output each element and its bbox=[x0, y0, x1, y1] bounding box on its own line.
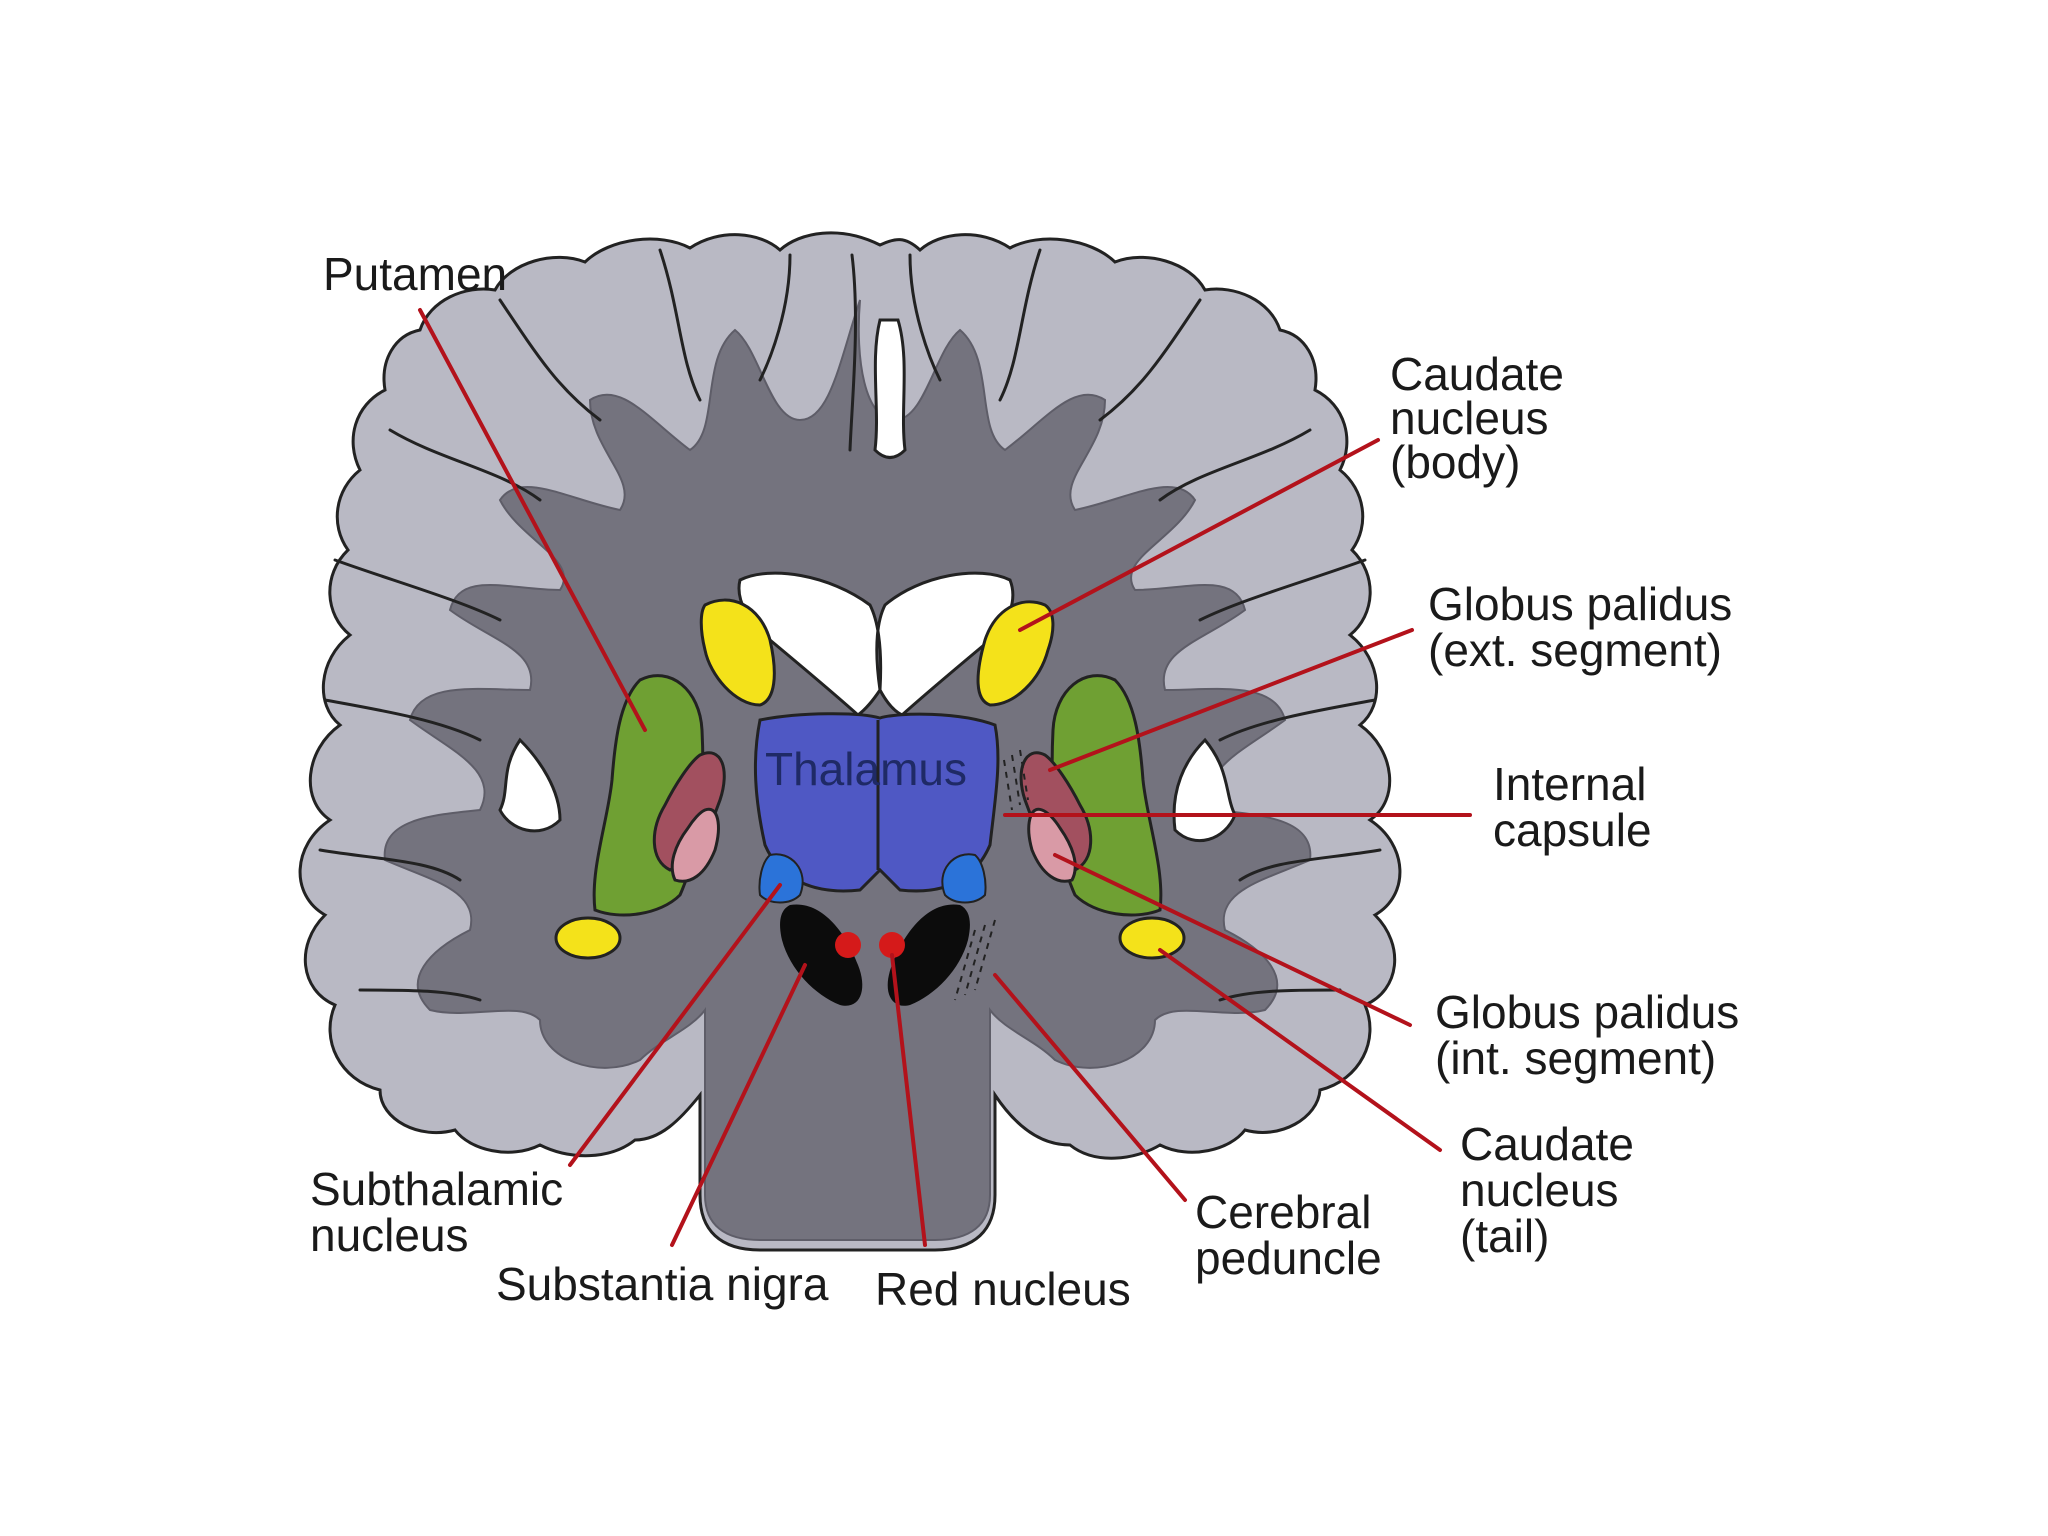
lateral-fissure-left bbox=[498, 737, 562, 833]
sulci bbox=[318, 248, 1382, 1002]
label-cerebral-peduncle: Cerebral peduncle bbox=[1195, 1186, 1384, 1284]
label-internal-capsule: Internal capsule bbox=[1493, 758, 1659, 856]
leader-subthalamic bbox=[568, 883, 782, 1167]
label-caudate-body: Caudate nucleus (body) bbox=[1390, 348, 1577, 488]
label-subthalamic-line-2: nucleus bbox=[310, 1209, 469, 1261]
leader-globus-int bbox=[1053, 853, 1412, 1027]
internal-capsule-fibers bbox=[954, 749, 1029, 1001]
label-cerebral-peduncle-line-2: peduncle bbox=[1195, 1232, 1382, 1284]
label-internal-capsule-line-2: capsule bbox=[1493, 804, 1652, 856]
label-putamen: Putamen bbox=[323, 248, 507, 300]
substantia-nigra-left bbox=[780, 904, 863, 1006]
substantia-nigra-right bbox=[887, 904, 970, 1006]
label-caudate-tail-line-2: nucleus bbox=[1460, 1164, 1619, 1216]
globus-pallidus-internal-right bbox=[1027, 807, 1077, 883]
leader-globus-ext bbox=[1048, 628, 1414, 772]
label-internal-capsule-line-1: Internal bbox=[1493, 758, 1646, 810]
red-nucleus-right bbox=[879, 932, 905, 958]
label-caudate-tail: Caudate nucleus (tail) bbox=[1460, 1118, 1647, 1262]
subthalamic-nucleus-left bbox=[758, 853, 804, 904]
label-globus-ext-line-1: Globus palidus bbox=[1428, 578, 1732, 630]
label-caudate-tail-line-1: Caudate bbox=[1460, 1118, 1634, 1170]
leader-cerebral-peduncle bbox=[993, 973, 1187, 1202]
leader-red-nucleus bbox=[890, 953, 927, 1247]
label-globus-ext-line-2: (ext. segment) bbox=[1428, 624, 1722, 676]
interhemispheric-gap bbox=[873, 318, 907, 459]
label-red-nucleus-line: Red nucleus bbox=[875, 1263, 1131, 1315]
label-caudate-body-line-1: Caudate bbox=[1390, 348, 1564, 400]
label-subthalamic: Subthalamic nucleus bbox=[310, 1163, 576, 1261]
globus-pallidus-external-left bbox=[652, 751, 726, 872]
label-caudate-body-line-3: (body) bbox=[1390, 436, 1520, 488]
leader-caudate-tail bbox=[1158, 948, 1442, 1152]
caudate-nucleus-body-right bbox=[976, 600, 1055, 707]
label-cerebral-peduncle-line-1: Cerebral bbox=[1195, 1186, 1371, 1238]
red-nucleus-left bbox=[835, 932, 861, 958]
label-caudate-tail-line-3: (tail) bbox=[1460, 1210, 1549, 1262]
leader-lines bbox=[418, 308, 1472, 1247]
caudate-nucleus-tail-left bbox=[554, 916, 622, 960]
leader-putamen bbox=[418, 308, 647, 732]
label-globus-int-line-1: Globus palidus bbox=[1435, 986, 1739, 1038]
subthalamic-nucleus-right bbox=[941, 853, 987, 904]
label-globus-ext: Globus palidus (ext. segment) bbox=[1428, 578, 1745, 676]
label-substantia-nigra: Substantia nigra bbox=[496, 1258, 829, 1310]
leader-caudate-body bbox=[1018, 438, 1380, 632]
label-subthalamic-line-1: Subthalamic bbox=[310, 1163, 563, 1215]
label-globus-int: Globus palidus (int. segment) bbox=[1435, 986, 1752, 1084]
leader-substantia-nigra bbox=[670, 963, 807, 1247]
globus-pallidus-internal-left bbox=[670, 807, 720, 883]
thalamus-label: Thalamus bbox=[765, 743, 967, 795]
label-putamen-line: Putamen bbox=[323, 248, 507, 300]
label-red-nucleus: Red nucleus bbox=[875, 1263, 1131, 1315]
label-globus-int-line-2: (int. segment) bbox=[1435, 1032, 1716, 1084]
caudate-nucleus-body-left bbox=[699, 598, 776, 707]
label-substantia-nigra-line: Substantia nigra bbox=[496, 1258, 829, 1310]
label-caudate-body-line-2: nucleus bbox=[1390, 392, 1549, 444]
caudate-nucleus-tail-right bbox=[1118, 916, 1186, 960]
